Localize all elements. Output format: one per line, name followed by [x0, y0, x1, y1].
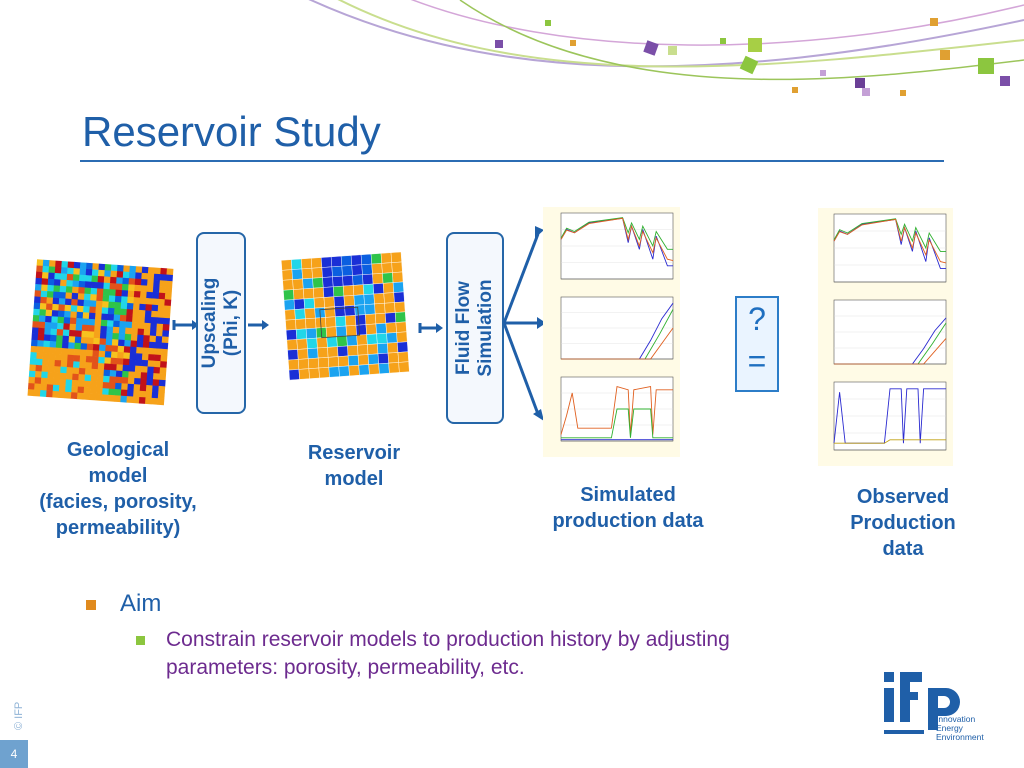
reservoir-model-map — [281, 251, 410, 381]
comparison-box: ? = — [735, 296, 779, 392]
slide-title: Reservoir Study — [82, 108, 381, 155]
fluid-flow-label: Fluid Flow Simulation — [453, 279, 497, 376]
fluid-flow-label-line2: Simulation — [475, 279, 496, 377]
geological-caption-line3: (facies, porosity, — [39, 491, 197, 513]
arrow-to-reservoir-icon — [248, 320, 269, 330]
geological-caption-line4: permeability) — [55, 517, 181, 539]
reservoir-model-caption: Reservoir model — [284, 440, 424, 492]
page-number: 4 — [0, 740, 28, 768]
simulated-production-charts — [560, 212, 674, 442]
fluid-flow-label-line1: Fluid Flow — [453, 281, 474, 375]
upscaling-label-line1: Upscaling — [199, 277, 220, 369]
arrow-to-upscaling-icon — [172, 320, 199, 330]
observed-caption-line1: Observed — [856, 486, 950, 508]
bullet-constrain-text: Constrain reservoir models to production… — [166, 626, 886, 682]
bullet-square-level1-icon — [86, 600, 96, 610]
observed-caption-line3: data — [882, 538, 924, 560]
bullet-constrain-line1: Constrain reservoir models to production… — [166, 628, 730, 651]
reservoir-caption-line1: Reservoir — [307, 442, 401, 464]
equals-sign: = — [747, 343, 767, 379]
logo-tagline-line2: Energy — [936, 723, 964, 733]
observed-data-caption: Observed Production data — [826, 484, 980, 562]
fluid-flow-simulation-box: Fluid Flow Simulation — [446, 232, 504, 424]
simulated-caption-line1: Simulated — [580, 484, 676, 506]
question-mark: ? — [748, 301, 766, 337]
simulated-data-caption: Simulated production data — [526, 482, 730, 534]
geological-caption-line2: model — [88, 465, 148, 487]
upscaling-label: Upscaling (Phi, K) — [199, 278, 243, 369]
geological-grid — [27, 259, 174, 406]
geological-model-caption: Geological model (facies, porosity, perm… — [18, 437, 218, 541]
ifp-logo-icon: Innovation Energy Environment — [884, 672, 984, 742]
copyright-label: © IFP — [13, 702, 25, 730]
geological-model-map — [27, 259, 174, 406]
observed-caption-line2: Production — [850, 512, 956, 534]
simulation-output-arrows-icon — [502, 226, 546, 421]
logo-tagline-line1: Innovation — [936, 714, 975, 724]
upscaling-box: Upscaling (Phi, K) — [196, 232, 246, 414]
title-underline — [80, 160, 944, 162]
bullet-square-level2-icon — [136, 636, 145, 645]
observed-production-charts — [833, 213, 947, 451]
simulated-caption-line2: production data — [552, 510, 704, 532]
logo-tagline-line3: Environment — [936, 732, 984, 742]
upscaling-label-line2: (Phi, K) — [221, 289, 242, 357]
bullet-constrain-line2: parameters: porosity, permeability, etc. — [166, 656, 525, 679]
bullet-aim: Aim — [120, 590, 162, 617]
geological-caption-line1: Geological — [66, 439, 170, 461]
decorative-swirl-header — [308, 0, 1024, 96]
arrow-to-simulation-icon — [418, 323, 443, 333]
reservoir-caption-line2: model — [324, 468, 384, 490]
copyright-text: © IFP — [13, 702, 25, 730]
